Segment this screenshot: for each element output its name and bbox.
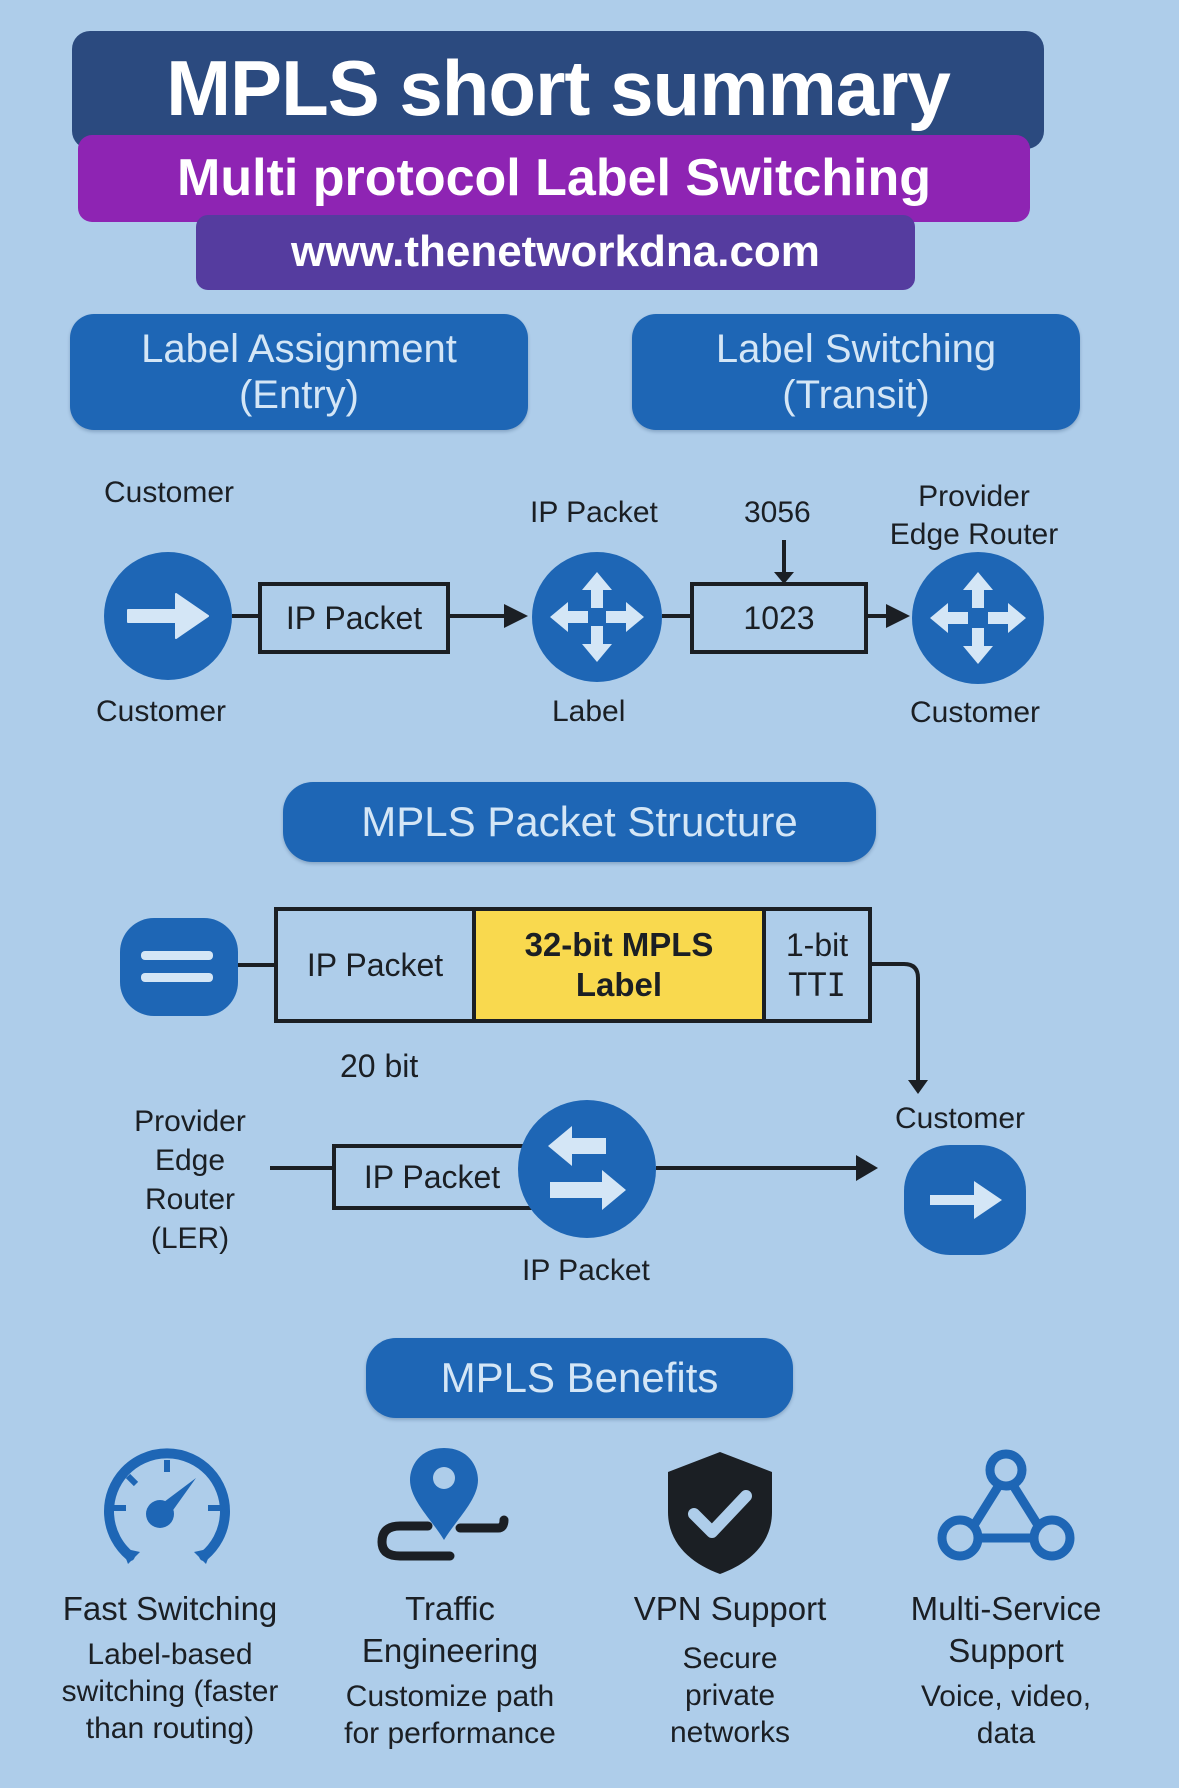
website-banner: [196, 215, 915, 290]
network-triangle-icon: [937, 1449, 1075, 1561]
benefit-desc-line: for performance: [344, 1717, 556, 1750]
benefit-desc-line: Label-based: [87, 1638, 253, 1671]
benefits-grid: Fast Switching Label-based switching (fa…: [0, 1440, 1179, 1780]
benefit-title: Fast Switching: [62, 1590, 278, 1627]
section-transit-line2: (Transit): [782, 373, 930, 417]
route-pin-icon: [377, 1448, 509, 1561]
customer-exit-node: [904, 1145, 1026, 1255]
label-box-value: 1023: [743, 599, 815, 636]
benefit-desc-line: than routing): [85, 1712, 255, 1745]
benefit-desc: Label-based switching (faster than routi…: [30, 1636, 310, 1747]
benefit-title: Multi-Service Support: [866, 1588, 1146, 1672]
arrow-right-icon: [127, 593, 209, 639]
equals-icon: [141, 951, 213, 982]
field-ttl: 1-bit TTI: [766, 911, 868, 1019]
benefit-desc-line: Voice, video,: [920, 1680, 1092, 1713]
arrowhead: [504, 604, 528, 628]
ip-packet-box: IP Packet: [258, 582, 450, 654]
connector-curve: [870, 962, 920, 1082]
benefit-title: VPN Support: [633, 1590, 827, 1627]
subtitle-banner: [78, 135, 1030, 222]
ler-ip-packet-label: IP Packet: [363, 1158, 501, 1195]
arrowhead: [908, 1080, 928, 1094]
website-link[interactable]: www.thenetworkdna.com: [291, 227, 820, 276]
router2-top-label: Provider Edge Router: [884, 478, 1064, 554]
benefit-desc-line: private: [684, 1679, 776, 1712]
arrowhead: [856, 1155, 878, 1181]
speedometer-icon: [104, 1448, 230, 1564]
bit-note: 20 bit: [340, 1048, 419, 1084]
router2-top-line1: Provider: [918, 480, 1030, 513]
benefit-desc-line: Customize path: [345, 1680, 555, 1713]
section-entry-line1: Label Assignment: [141, 327, 457, 371]
section-entry-line2: (Entry): [238, 373, 359, 417]
section-label-switching: Label Switching (Transit): [632, 314, 1080, 430]
mpls-packet: IP Packet 32-bit MPLS Label 1-bit TTI: [274, 907, 872, 1023]
page-subtitle: Multi protocol Label Switching: [177, 149, 931, 207]
ler-label: Provider Edge Router (LER): [110, 1102, 270, 1258]
label-router-node: [532, 552, 662, 682]
benefit-title-line: Traffic: [405, 1590, 495, 1627]
section-packet-structure: MPLS Packet Structure: [283, 782, 876, 862]
stack-node: [120, 918, 238, 1016]
customer-node: [104, 552, 232, 680]
benefit-desc: Secure private networks: [590, 1640, 870, 1751]
field-ttl-line2: TTI: [788, 966, 846, 1004]
benefit-title-line: Multi-Service: [910, 1590, 1102, 1627]
ler-line: Router: [144, 1183, 236, 1216]
arrow-right-icon: [930, 1181, 1002, 1219]
benefit-title: Traffic Engineering: [310, 1588, 590, 1672]
page-title: MPLS short summary: [166, 44, 951, 132]
incoming-label-value: 3056: [744, 496, 811, 529]
section-benefits: MPLS Benefits: [366, 1338, 793, 1418]
benefit-title-line: Support: [948, 1632, 1064, 1669]
section-label-assignment: Label Assignment (Entry): [70, 314, 528, 430]
router2-bottom-label: Customer: [910, 696, 1041, 729]
field-mpls-label: 32-bit MPLS Label: [476, 911, 766, 1019]
lsr-switch-node: [518, 1100, 656, 1238]
title-banner: [72, 31, 1044, 149]
field-ttl-line1: 1-bit: [785, 927, 849, 963]
field-mpls-label-line1: 32-bit MPLS: [524, 926, 714, 963]
benefit-desc-line: data: [976, 1717, 1036, 1750]
label-box: 1023: [690, 582, 868, 654]
ler-line: Provider: [134, 1105, 246, 1138]
switch-bottom-label: IP Packet: [522, 1254, 650, 1287]
router-arrows-icon: [930, 572, 1026, 664]
ler-ip-packet-box: IP Packet: [332, 1144, 562, 1210]
section-transit-line1: Label Switching: [715, 327, 997, 371]
router-arrows-icon: [550, 572, 644, 662]
benefit-desc-line: networks: [669, 1716, 791, 1749]
field-ip-packet: IP Packet: [278, 911, 476, 1019]
customer-top-label: Customer: [104, 476, 235, 509]
ler-line: Edge: [154, 1144, 226, 1177]
benefit-desc-line: switching (faster: [61, 1675, 279, 1708]
arrowhead: [886, 604, 910, 628]
router1-top-label: IP Packet: [530, 496, 658, 529]
provider-edge-router-node: [912, 552, 1044, 684]
customer-bottom-label: Customer: [96, 695, 227, 728]
benefit-desc-line: Secure: [682, 1642, 778, 1675]
field-ip-packet-label: IP Packet: [306, 946, 444, 983]
router1-bottom-label: Label: [552, 695, 626, 728]
benefit-title-line: Engineering: [361, 1632, 539, 1669]
shield-check-icon: [668, 1452, 772, 1574]
field-mpls-label-line2: Label: [575, 966, 663, 1003]
router2-top-line2: Edge Router: [889, 518, 1059, 551]
swap-arrows-icon: [548, 1126, 626, 1210]
benefit-desc: Voice, video, data: [866, 1678, 1146, 1752]
customer-right-label: Customer: [895, 1102, 1026, 1135]
benefit-desc: Customize path for performance: [310, 1678, 590, 1752]
ip-packet-box-label: IP Packet: [285, 599, 423, 636]
ler-line: (LER): [150, 1222, 230, 1255]
